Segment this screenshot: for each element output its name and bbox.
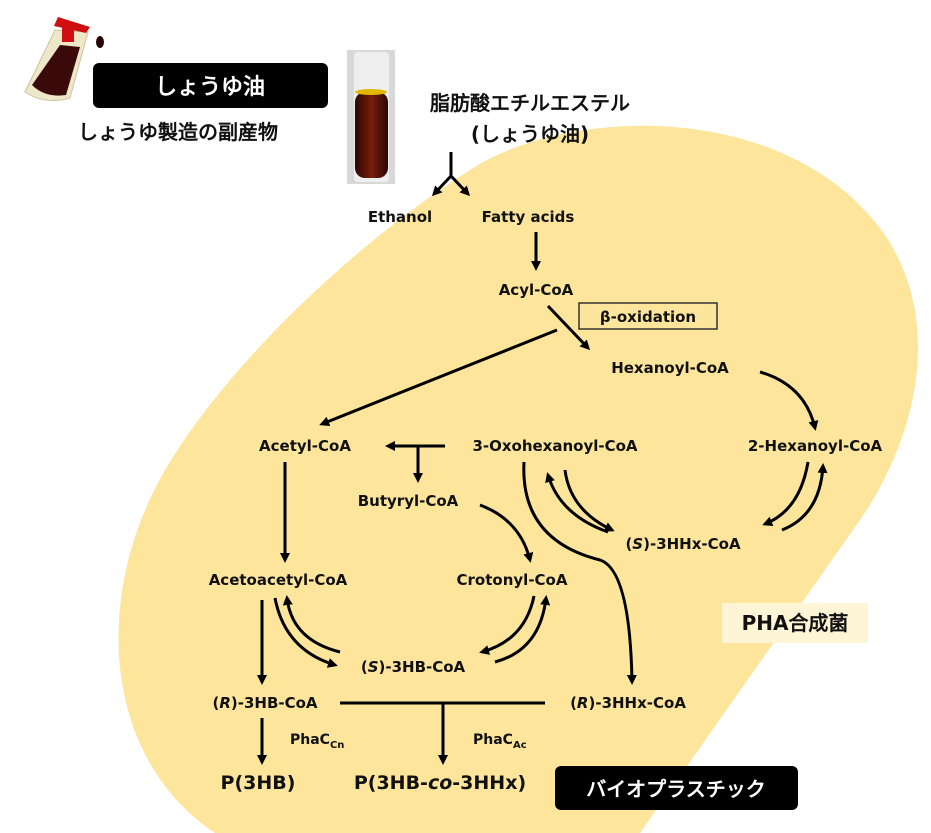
node-s-3hhx-coa: (S)-3HHx-CoA (625, 535, 741, 553)
bioplastic-badge-label: バイオプラスチック (586, 777, 766, 801)
node-ethanol: Ethanol (368, 208, 432, 226)
soy-byproduct-caption: しょうゆ製造の副産物 (78, 120, 278, 144)
node-3-oxohexanoyl-coa: 3-Oxohexanoyl-CoA (472, 437, 637, 455)
organism-label-box (722, 603, 868, 643)
beta-oxidation-box (578, 302, 718, 330)
node-r-3hhx-coa: (R)-3HHx-CoA (570, 694, 686, 712)
test-tube-photo (347, 50, 395, 184)
bioplastic-badge (555, 766, 798, 810)
product-p3hb: P(3HB) (221, 772, 296, 794)
node-crotonyl-coa: Crotonyl-CoA (457, 571, 568, 589)
node-butyryl-coa: Butyryl-CoA (358, 492, 459, 510)
node-s-3hb-coa: (S)-3HB-CoA (361, 658, 466, 676)
pathway-arrows (257, 152, 828, 765)
soy-sauce-bottle-icon (24, 17, 104, 101)
enzyme-phac-ac: PhaCAc (473, 732, 527, 751)
enzyme-phac-cn: PhaCCn (290, 732, 344, 751)
feedstock-title: 脂肪酸エチルエステル (430, 91, 630, 115)
product-p3hb-co-3hhx: P(3HB-co-3HHx) (354, 772, 526, 794)
node-r-3hb-coa: (R)-3HB-CoA (212, 694, 317, 712)
node-acetyl-coa: Acetyl-CoA (259, 437, 351, 455)
soy-oil-badge-label: しょうゆ油 (155, 75, 265, 100)
bacterium-cell-background (118, 125, 918, 833)
feedstock-subtitle: (しょうゆ油) (471, 122, 589, 146)
node-acetoacetyl-coa: Acetoacetyl-CoA (209, 571, 348, 589)
node-hexanoyl-coa: Hexanoyl-CoA (611, 359, 729, 377)
node-acyl-coa: Acyl-CoA (499, 281, 574, 299)
beta-oxidation-label: β-oxidation (600, 308, 696, 326)
soy-oil-badge (93, 63, 328, 108)
organism-label: PHA合成菌 (742, 611, 849, 635)
node-fatty-acids: Fatty acids (482, 208, 575, 226)
node-2-hexenoyl-coa: 2-Hexanoyl-CoA (748, 437, 883, 455)
